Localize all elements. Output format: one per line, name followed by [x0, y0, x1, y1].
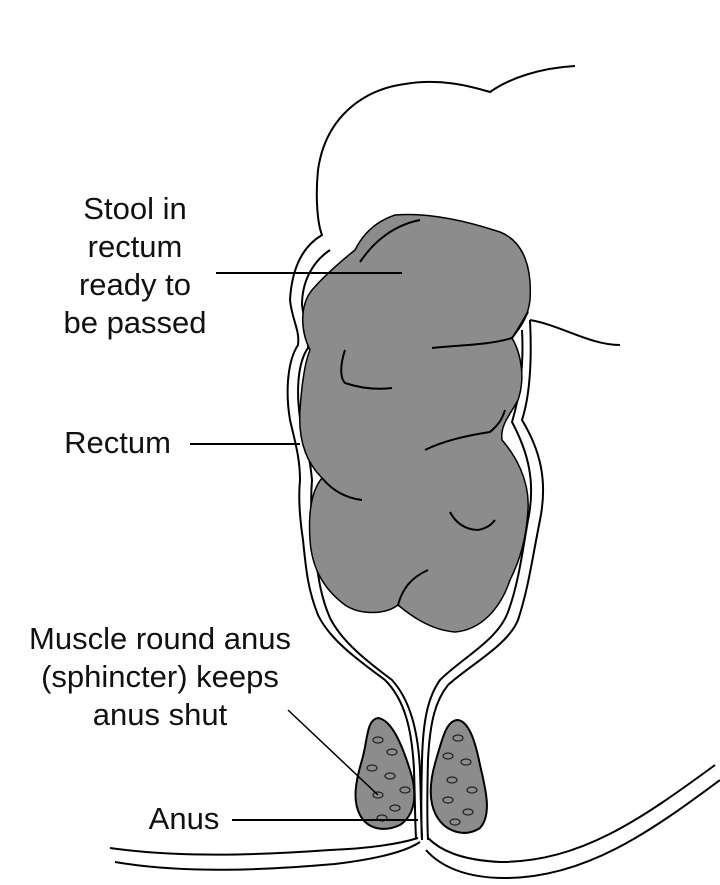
- sphincter-label-line-3: anus shut: [0, 696, 320, 734]
- stool-label: Stool in rectum ready to be passed: [20, 190, 250, 342]
- stool-label-line-4: be passed: [20, 304, 250, 342]
- stool-label-line-3: ready to: [20, 266, 250, 304]
- sphincter-label: Muscle round anus (sphincter) keeps anus…: [0, 620, 320, 734]
- sphincter-label-line-2: (sphincter) keeps: [0, 658, 320, 696]
- rectum-label: Rectum: [50, 424, 185, 462]
- stool-label-line-2: rectum: [20, 228, 250, 266]
- stool-mass: [300, 214, 531, 632]
- anus-label: Anus: [138, 800, 230, 838]
- stool-label-line-1: Stool in: [20, 190, 250, 228]
- sphincter-right: [431, 720, 487, 833]
- colon-upper-right-wall: [530, 320, 620, 345]
- sphincter-left: [356, 718, 415, 829]
- sphincter-label-line-1: Muscle round anus: [0, 620, 320, 658]
- skin-left-outer: [110, 838, 418, 855]
